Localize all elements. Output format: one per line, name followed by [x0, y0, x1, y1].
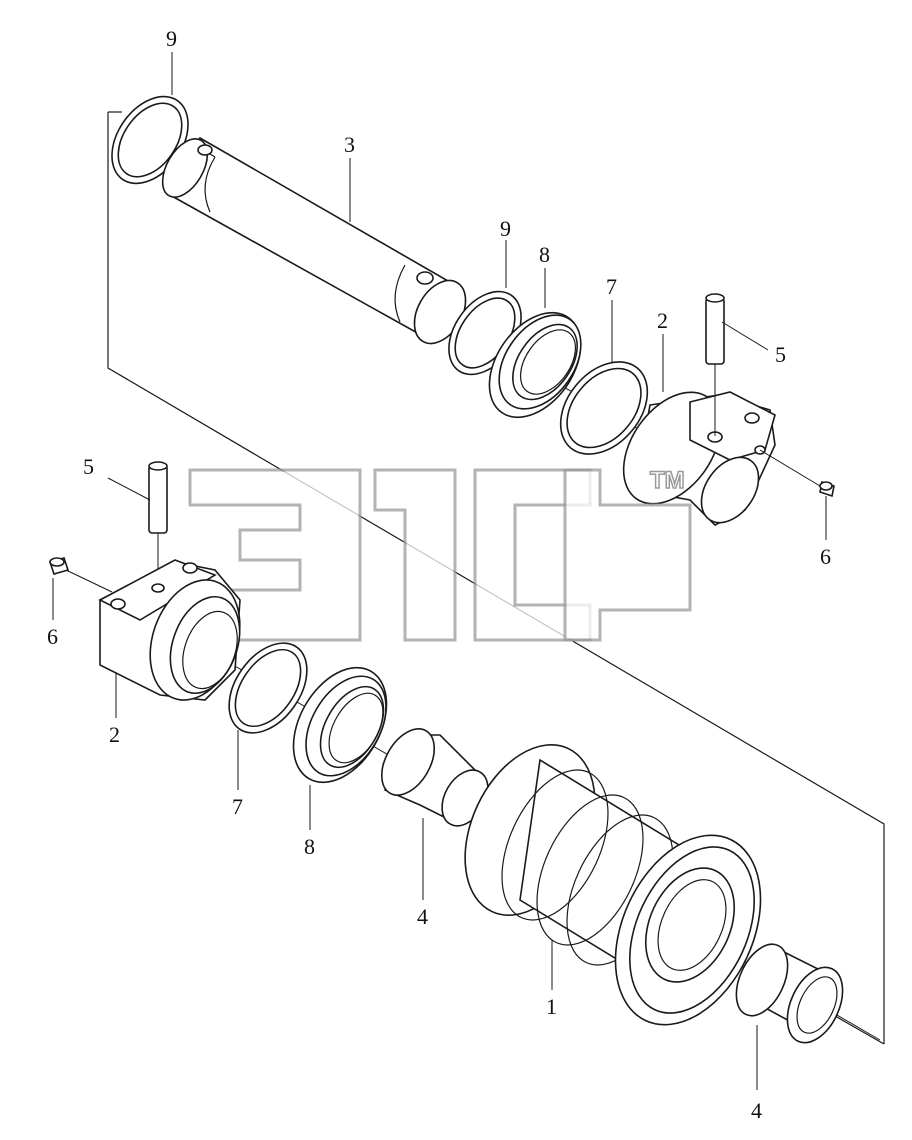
label-7-top: 7: [606, 274, 617, 299]
label-6-left: 6: [47, 624, 58, 649]
leader-lines: [52, 52, 827, 1090]
watermark-logo: TM: [188, 466, 692, 642]
seal-8-top: [488, 311, 582, 419]
label-2-top: 2: [657, 308, 668, 333]
seal-8-bottom: [292, 666, 388, 784]
pin-5-top: [705, 293, 725, 436]
collar-2-left: [98, 559, 241, 701]
label-9-mid: 9: [500, 216, 511, 241]
plug-6-right: [759, 449, 835, 498]
label-8-top: 8: [539, 242, 550, 267]
bushing-4-right: [735, 943, 844, 1044]
label-6-right: 6: [820, 544, 831, 569]
o-ring-7-bottom: [228, 642, 308, 734]
label-7-bottom: 7: [232, 794, 243, 819]
label-5-left: 5: [83, 454, 94, 479]
plug-6-left: [48, 557, 113, 593]
label-8-bottom: 8: [304, 834, 315, 859]
label-2-left: 2: [109, 722, 120, 747]
label-1: 1: [546, 994, 557, 1019]
label-9-top: 9: [166, 26, 177, 51]
watermark-tm: TM: [650, 467, 685, 494]
part-labels: 9 3 9 8 7 2 5 6 5 6 2 7 8 4 1 4: [47, 26, 831, 1123]
shaft-3: [161, 136, 467, 345]
label-5-top: 5: [775, 342, 786, 367]
roller-1: [464, 744, 762, 1026]
label-4-right: 4: [751, 1098, 762, 1123]
label-4-mid: 4: [417, 904, 428, 929]
o-ring-7-top: [559, 361, 649, 455]
collar-2-top: [622, 391, 776, 526]
label-3: 3: [344, 132, 355, 157]
